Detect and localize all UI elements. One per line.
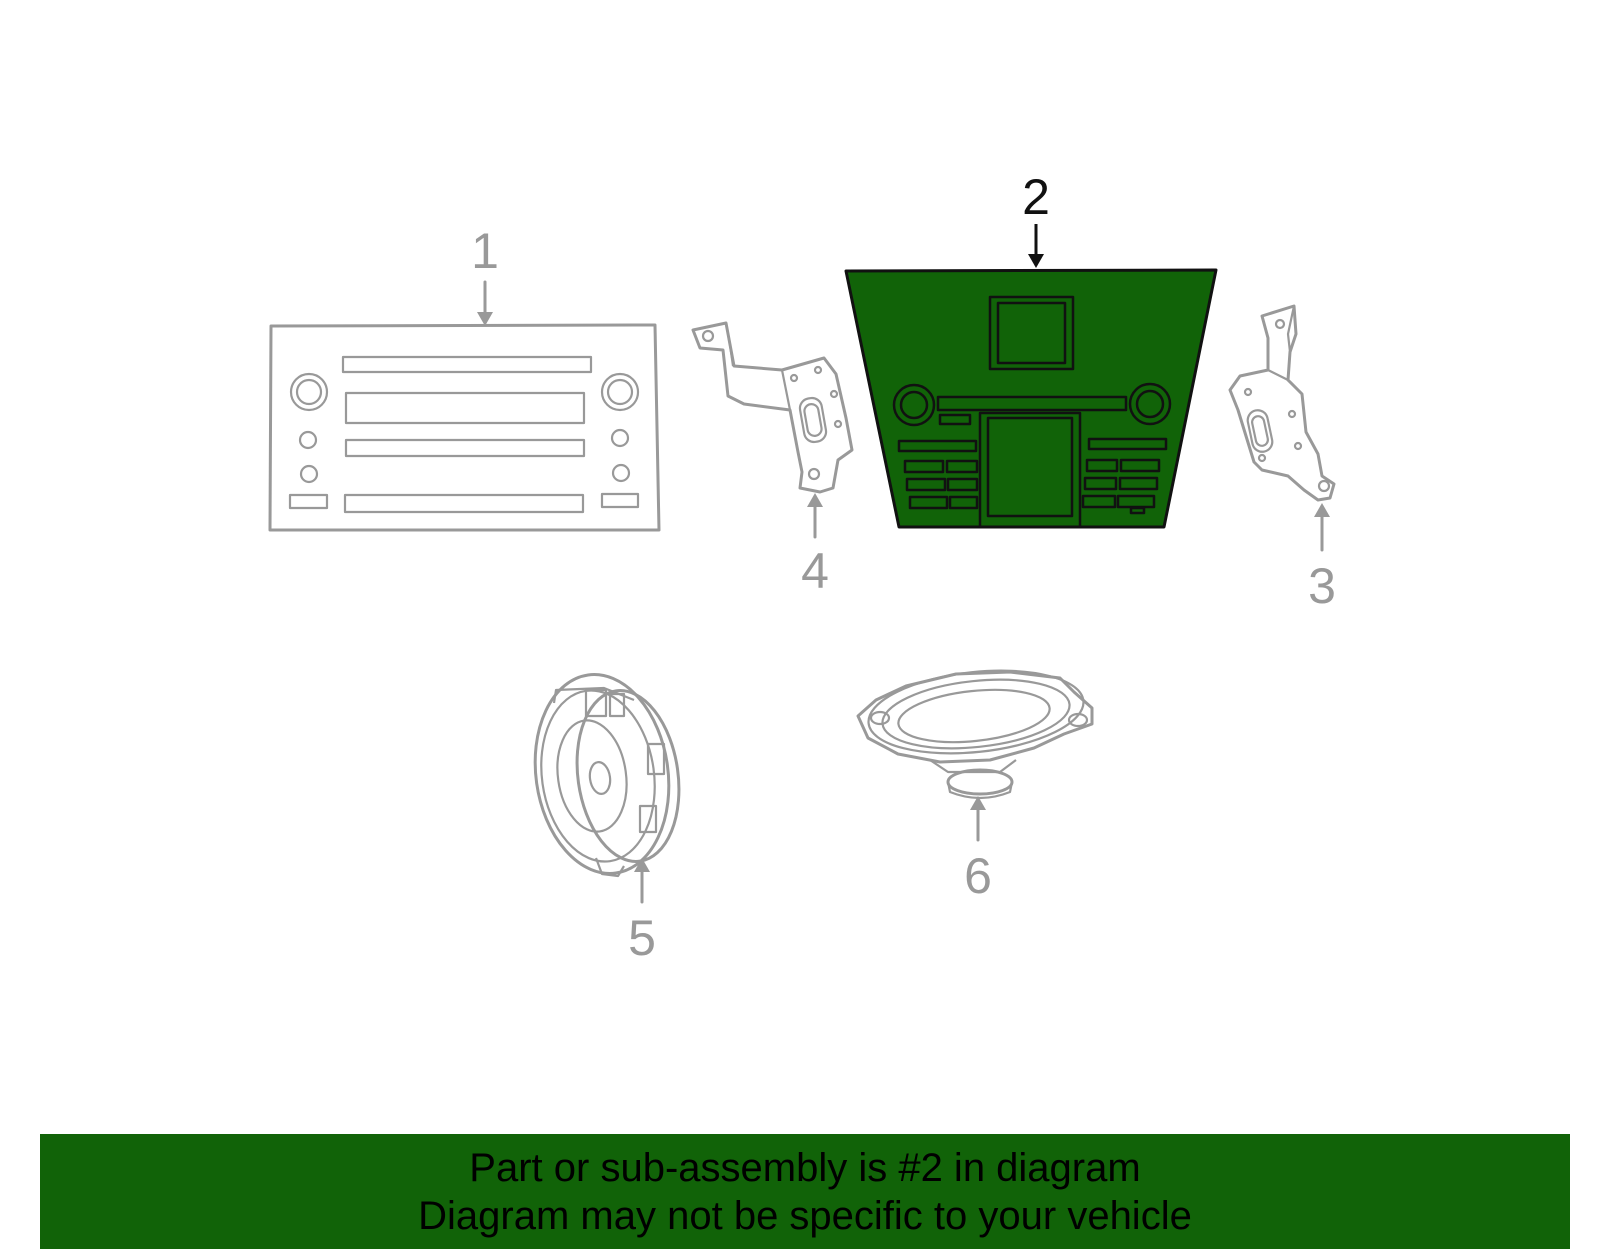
part-2-control-panel[interactable] xyxy=(844,268,1218,529)
callout-6: 6 xyxy=(964,796,992,904)
svg-text:1: 1 xyxy=(471,223,499,279)
svg-text:2: 2 xyxy=(1022,169,1050,225)
info-banner-background xyxy=(40,1134,1570,1249)
callout-2: 2 xyxy=(1022,169,1050,268)
svg-text:4: 4 xyxy=(801,543,829,599)
part-3-right-bracket[interactable] xyxy=(1228,304,1336,502)
callout-1: 1 xyxy=(471,223,499,326)
callout-4: 4 xyxy=(801,493,829,599)
banner-line-disclaimer: Diagram may not be specific to your vehi… xyxy=(418,1193,1192,1238)
callout-3: 3 xyxy=(1308,503,1336,614)
callout-5: 5 xyxy=(628,858,656,966)
part-5-round-speaker[interactable] xyxy=(523,666,690,882)
svg-text:6: 6 xyxy=(964,848,992,904)
svg-text:3: 3 xyxy=(1308,558,1336,614)
part-1-audio-unit[interactable] xyxy=(268,323,661,532)
info-banner: Part or sub-assembly is #2 in diagram Di… xyxy=(40,1134,1570,1249)
banner-line-part-number: Part or sub-assembly is #2 in diagram xyxy=(469,1145,1141,1190)
part-6-oval-speaker[interactable] xyxy=(856,661,1094,800)
svg-text:5: 5 xyxy=(628,910,656,966)
part-4-left-bracket[interactable] xyxy=(691,321,854,494)
